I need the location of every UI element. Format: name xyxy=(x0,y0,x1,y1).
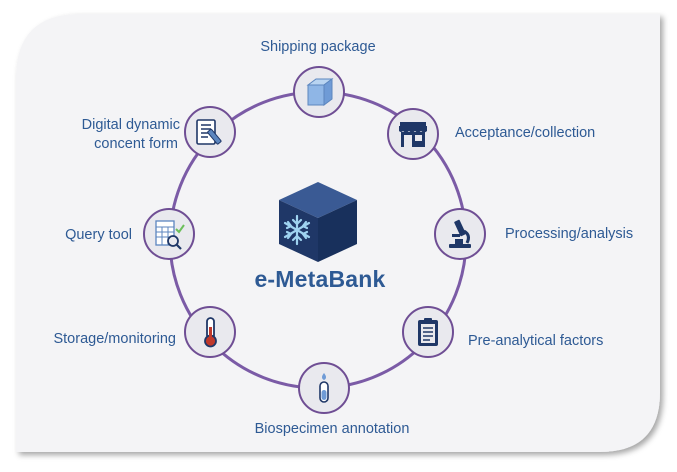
label-line-1: Digital dynamic xyxy=(81,117,180,133)
label-biospecimen-annotation: Biospecimen annotation xyxy=(254,421,410,437)
node-shipping-package xyxy=(293,66,345,118)
box-icon xyxy=(306,78,334,106)
digital-form-icon xyxy=(196,119,222,145)
clipboard-icon xyxy=(418,318,438,346)
label-digital-consent-form: Digital dynamic concent form xyxy=(20,116,180,154)
node-query-tool xyxy=(143,208,195,260)
label-line-2: concent form xyxy=(94,136,178,152)
spreadsheet-search-icon xyxy=(155,220,185,250)
node-pre-analytical-factors xyxy=(402,306,454,358)
test-tube-icon xyxy=(319,373,329,403)
label-processing-analysis: Processing/analysis xyxy=(505,226,634,242)
thermometer-icon xyxy=(204,317,217,348)
label-storage-monitoring: Storage/monitoring xyxy=(53,331,176,347)
label-shipping-package: Shipping package xyxy=(260,39,376,55)
node-acceptance-collection xyxy=(387,108,439,160)
node-storage-monitoring xyxy=(184,306,236,358)
node-digital-consent-form xyxy=(184,106,236,158)
node-biospecimen-annotation xyxy=(298,362,350,414)
storefront-icon xyxy=(399,122,427,147)
microscope-icon xyxy=(449,219,471,248)
label-query-tool: Query tool xyxy=(65,227,132,243)
node-processing-analysis xyxy=(434,208,486,260)
snowflake-cube-icon xyxy=(279,182,357,262)
center-title: e-MetaBank xyxy=(254,266,386,292)
label-pre-analytical-factors: Pre-analytical factors xyxy=(468,333,604,349)
label-acceptance-collection: Acceptance/collection xyxy=(455,125,596,141)
